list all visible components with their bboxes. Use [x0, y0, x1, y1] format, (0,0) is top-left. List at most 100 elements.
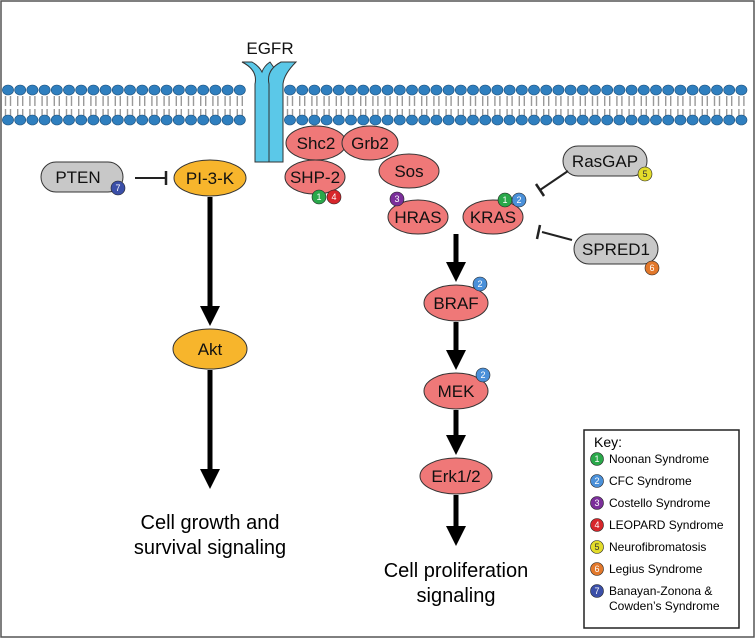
lipid-head: [601, 114, 614, 126]
lipid-head: [308, 114, 321, 126]
lipid-tail: [726, 96, 733, 106]
lipid-tail: [396, 96, 403, 106]
lipid-tail: [311, 96, 318, 106]
arrow-akt-to-growth: [200, 370, 220, 489]
lipid-head: [686, 84, 699, 96]
grb2-label: Grb2: [351, 134, 389, 153]
lipid-head: [160, 114, 173, 126]
lipid-tail: [299, 96, 306, 106]
svg-text:2: 2: [477, 279, 482, 289]
spred1-label: SPRED1: [582, 240, 650, 259]
shp2-badge-4: 4: [326, 189, 342, 205]
shp2-badge-1: 1: [311, 189, 327, 205]
lipid-head: [467, 84, 479, 96]
key-item-label: Noonan Syndrome: [609, 452, 709, 466]
lipid-head: [50, 114, 63, 126]
key-item-label: Neurofibromatosis: [609, 540, 706, 554]
rasgap-inhibition-line: [539, 170, 569, 191]
spred1-badge-6: 6: [644, 260, 660, 276]
lipid-head: [124, 84, 136, 96]
lipid-tail: [41, 96, 48, 106]
arrow-pi3k-to-akt: [200, 197, 220, 326]
lipid-tail: [530, 96, 538, 106]
lipid-head: [503, 84, 516, 96]
lipid-tail: [335, 96, 342, 106]
lipid-tail: [360, 96, 367, 106]
cell-membrane: [2, 84, 748, 126]
pi3k-branch: PTEN PI-3-K Akt Cell growth and survival…: [40, 159, 286, 559]
lipid-head: [38, 84, 51, 96]
key-item: 5 Neurofibromatosis: [590, 540, 706, 554]
lipid-head: [124, 114, 136, 126]
lipid-head: [136, 114, 149, 126]
lipid-head: [503, 114, 516, 126]
lipid-head: [63, 84, 75, 96]
lipid-tail: [604, 96, 611, 106]
svg-text:1: 1: [502, 195, 507, 205]
lipid-head: [406, 114, 418, 126]
key-item-number: 5: [594, 542, 599, 552]
hras-label: HRAS: [394, 208, 441, 227]
rasgap-badge-5: 5: [637, 166, 653, 182]
lipid-tail: [163, 96, 170, 106]
lipid-tail: [628, 96, 635, 106]
lipid-head: [491, 84, 504, 96]
lipid-head: [393, 84, 406, 96]
lipid-head: [233, 84, 246, 96]
lipid-tail: [616, 96, 623, 106]
lipid-head: [332, 84, 345, 96]
lipid-head: [735, 84, 748, 96]
activation-arrows: [200, 197, 466, 546]
lipid-tail: [567, 96, 574, 106]
key-item-label: CFC Syndrome: [609, 474, 692, 488]
lipid-tail: [555, 96, 562, 106]
lipid-head: [369, 84, 382, 96]
spred1-inhibition-bar: [535, 224, 542, 240]
lipid-head: [662, 84, 675, 96]
lipid-head: [564, 114, 577, 126]
lipid-head: [613, 114, 626, 126]
key-item-badge: [590, 452, 604, 466]
lipid-head: [540, 84, 553, 96]
lipid-tail: [53, 96, 60, 106]
lipid-head: [197, 114, 210, 126]
key-item-badge: [590, 540, 604, 554]
shc2-label: Shc2: [297, 134, 336, 153]
key-item-badge: [590, 474, 604, 488]
lipid-head: [418, 84, 431, 96]
lipid-head: [185, 84, 197, 96]
lipid-tail: [17, 96, 24, 106]
lipid-head: [50, 84, 63, 96]
mek-label: MEK: [438, 382, 476, 401]
key-item-label: Legius Syndrome: [609, 562, 703, 576]
lipid-head: [686, 114, 699, 126]
lipid-head: [197, 84, 210, 96]
rasgap-label: RasGAP: [572, 152, 638, 171]
lipid-head: [296, 114, 309, 126]
lipid-head: [467, 114, 479, 126]
ras-branch: HRAS KRAS RasGAP SPRED1 BRAF MEK Erk1/2 …: [384, 145, 659, 607]
pi3k-node: [173, 159, 247, 197]
lipid-head: [26, 84, 39, 96]
lipid-tail: [78, 96, 85, 106]
lipid-head: [735, 114, 748, 126]
lipid-tail: [543, 96, 550, 106]
key-item-badge: [590, 562, 604, 576]
erk-label: Erk1/2: [431, 467, 480, 486]
lipid-head: [284, 84, 296, 96]
lipid-tail: [187, 96, 195, 106]
lipid-head: [99, 84, 112, 96]
lipid-head: [711, 84, 723, 96]
arrow-ras-to-braf: [446, 234, 466, 282]
svg-text:6: 6: [649, 263, 654, 273]
lipid-head: [209, 84, 222, 96]
sos-node: [378, 153, 440, 189]
svg-text:7: 7: [115, 183, 120, 193]
lipid-tail: [372, 96, 379, 106]
braf-node: [423, 284, 489, 322]
key-item-badge: [590, 518, 604, 532]
